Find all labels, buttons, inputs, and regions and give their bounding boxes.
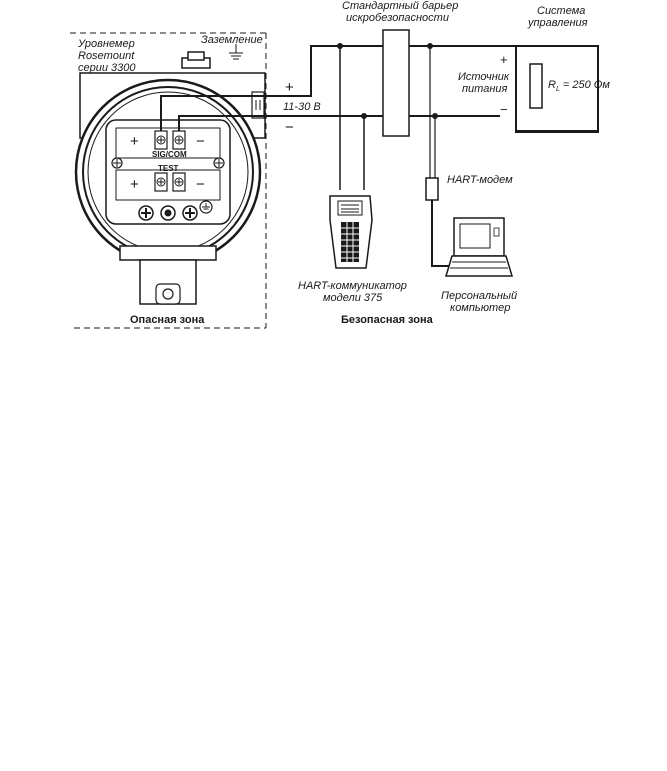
sig-terminal-minus-label: − [196,133,205,150]
test-terminal-label: TEST [158,164,179,173]
device-label-line3: серии 3300 [78,62,136,74]
test-terminal-minus-label: − [196,176,205,193]
control-label-line1: Система [537,5,585,17]
loop-minus-label: − [285,119,294,136]
power-label-line1: Источник [458,71,510,83]
sig-terminal-plus [154,130,168,150]
barrier-label-line2: искробезопасности [346,12,449,24]
personal-computer-icon [444,217,514,277]
communicator-label-line1: HART-коммуникатор [298,280,407,292]
resistor-value: = 250 Ом [560,79,611,91]
voltage-label: 11-30 В [283,101,321,113]
bottom-screw-right-icon [182,205,198,221]
resistor-symbol: R [548,79,556,91]
ground-label: Заземление [201,34,263,46]
loop-plus-label: + [285,79,294,96]
hazardous-zone-label: Опасная зона [130,314,205,326]
safe-zone-label: Безопасная зона [341,314,434,326]
resistor-label: RL = 250 Ом [548,79,610,93]
power-plus-label: + [500,52,508,67]
sig-terminal-plus-label: + [130,133,139,150]
hart-modem-label: HART-модем [447,174,513,186]
screw-right-icon [213,157,225,169]
pc-label-line1: Персональный [441,290,517,302]
hazardous-zone-boundary [70,32,267,329]
ground-icon [229,44,243,60]
power-minus-label: − [500,102,508,117]
safety-barrier [382,29,410,137]
control-label-line2: управления [527,17,588,29]
device-label-line1: Уровнемер [77,38,135,50]
load-resistor [529,63,543,109]
device-label-line2: Rosemount [78,50,135,62]
communicator-leads [339,46,365,190]
transmitter-housing [74,51,266,305]
hart-modem-icon [425,177,439,201]
screw-left-icon [111,157,123,169]
test-terminal-minus [172,172,186,192]
sig-com-label: SIG/COM [152,150,187,159]
resistor-subscript: L [556,86,560,93]
modem-leads [429,46,452,267]
communicator-label-line2: модели 375 [323,292,383,304]
internal-ground-icon [199,200,213,214]
power-label-line2: питания [462,83,507,95]
test-terminal-plus [154,172,168,192]
bottom-nut-icon [160,205,176,221]
sig-terminal-minus [172,130,186,150]
hart-communicator-icon [329,195,373,269]
test-terminal-plus-label: + [130,176,139,193]
bottom-screw-left-icon [138,205,154,221]
barrier-label-line1: Стандартный барьер [342,0,458,12]
pc-label-line2: компьютер [450,302,510,314]
